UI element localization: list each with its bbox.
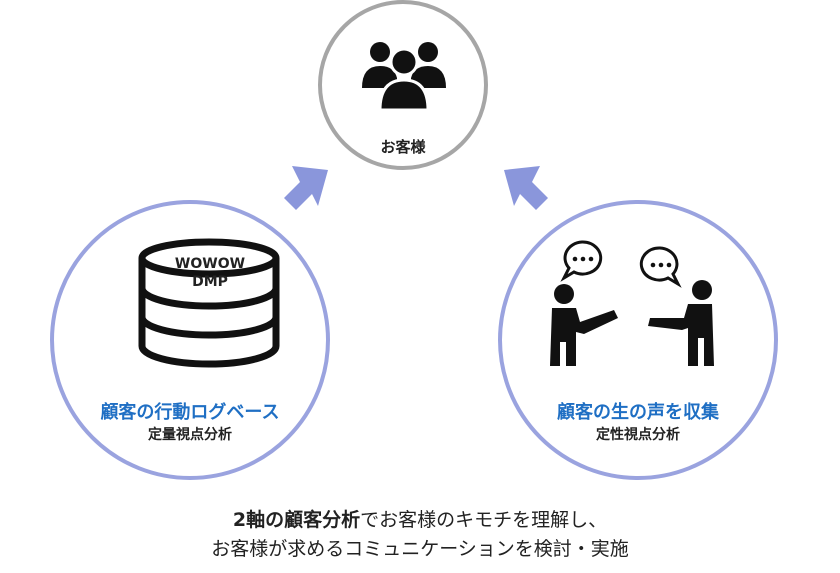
caption-line1: 2軸の顧客分析でお客様のキモチを理解し、 <box>0 505 840 532</box>
customer-voice-title: 顧客の生の声を収集 <box>557 402 719 423</box>
caption-emphasis: 2軸の顧客分析 <box>232 509 361 531</box>
customer-circle <box>318 0 488 170</box>
customer-voice-circle <box>498 200 778 480</box>
arrow-right-to-customer-icon <box>504 166 548 210</box>
db-label-line2: DMP <box>192 274 228 290</box>
arrow-left-to-customer-icon <box>284 166 328 210</box>
customer-label: お客様 <box>380 138 426 156</box>
conversation-icon <box>550 240 714 366</box>
behavior-log-title: 顧客の行動ログベース <box>100 402 280 423</box>
qualitative-analysis-label: 定性視点分析 <box>596 427 680 443</box>
quantitative-analysis-label: 定量視点分析 <box>148 427 232 443</box>
speech-bubble-icon <box>639 246 682 288</box>
caption-line2: お客様が求めるコミュニケーションを検討・実施 <box>211 538 629 560</box>
caption-line1-rest: でお客様のキモチを理解し、 <box>360 509 608 531</box>
speech-bubble-icon <box>560 240 603 282</box>
db-label-line1: WOWOW <box>174 256 246 272</box>
customers-group-icon <box>362 42 446 112</box>
database-icon <box>138 238 280 368</box>
